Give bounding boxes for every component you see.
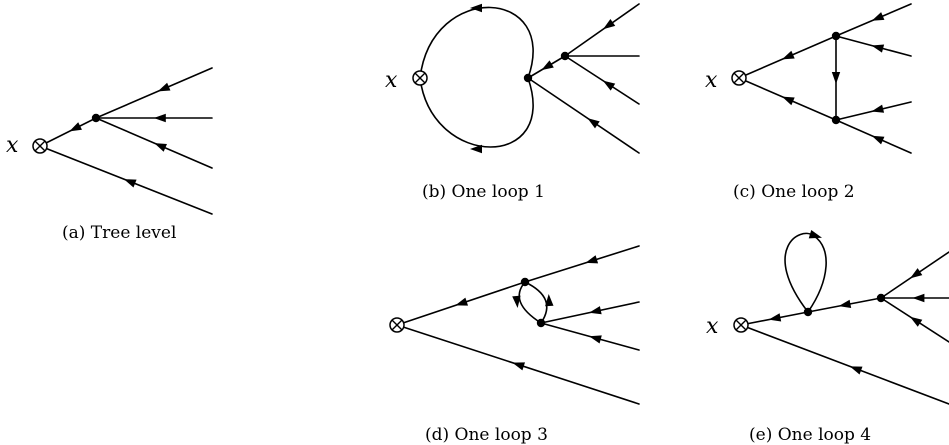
e-leg-line-arrow <box>910 268 923 279</box>
c-leg-line-arrow <box>871 135 885 145</box>
a-leg-line-arrow <box>157 82 171 92</box>
b-loop-bottom <box>419 77 534 148</box>
d-loop-right-arrow <box>545 294 554 307</box>
a-leg-line <box>95 67 213 119</box>
b-source <box>412 70 428 86</box>
b-loop-bottom-arrow <box>470 144 482 154</box>
b-loop-top <box>419 6 534 79</box>
c-leg-line-arrow <box>871 12 885 21</box>
a-prop-line-arrow <box>69 122 82 132</box>
e-tadpole-arrow <box>808 230 822 239</box>
b-prop-line-arrow <box>541 60 554 71</box>
a-vertex <box>91 113 101 123</box>
d-source <box>389 317 405 333</box>
c-upper-line-arrow <box>781 50 795 60</box>
a-leg-line-arrow <box>154 143 167 152</box>
e-leg-line-arrow <box>912 293 925 303</box>
b-leg-line-arrow <box>587 118 600 129</box>
c-rung-line-arrow <box>831 72 841 84</box>
a-leg-line-arrow <box>153 113 166 123</box>
b-leg-line <box>564 55 640 105</box>
c-leg-line-arrow <box>871 44 885 53</box>
d-leg-line <box>524 245 640 283</box>
b-leg-line <box>527 77 640 154</box>
diagram-e-var: x <box>706 314 719 339</box>
d-loop-left-arrow <box>512 295 521 308</box>
b-vertex <box>523 73 533 83</box>
e-prop-line-arrow <box>838 299 852 308</box>
caption-c: (c) One loop 2 <box>733 182 855 202</box>
e-prop-line-arrow <box>768 313 782 322</box>
caption-b: (b) One loop 1 <box>422 182 545 202</box>
c-source <box>731 70 747 86</box>
b-leg-line <box>564 3 640 57</box>
a-leg-line-arrow <box>123 179 137 188</box>
e-vertex <box>803 307 813 317</box>
b-loop-top-arrow <box>470 3 482 13</box>
b-vertex <box>560 51 570 61</box>
d-loop-right <box>524 281 548 324</box>
d-vertex <box>520 277 530 287</box>
b-leg-line-arrow <box>603 18 616 30</box>
b-leg-line-arrow <box>602 80 616 91</box>
d-loop-left <box>518 281 542 324</box>
d-vertex <box>536 318 546 328</box>
c-lower-line-arrow <box>781 96 795 106</box>
e-leg-line-arrow <box>849 366 863 375</box>
e-leg-line-arrow <box>909 316 923 327</box>
e-vertex <box>876 293 886 303</box>
c-leg-line-arrow <box>871 104 885 113</box>
d-leg-line-arrow <box>589 306 602 315</box>
diagram-a-var: x <box>6 133 19 158</box>
c-vertex <box>831 115 841 125</box>
d-leg-line-arrow <box>589 335 602 344</box>
diagram-b-var: x <box>385 68 398 93</box>
a-source <box>32 138 48 154</box>
e-tadpole-loop <box>784 232 827 313</box>
e-leg-line <box>740 324 949 405</box>
caption-a: (a) Tree level <box>62 223 176 243</box>
c-vertex <box>831 31 841 41</box>
caption-d: (d) One loop 3 <box>425 425 548 445</box>
diagram-c-var: x <box>705 68 718 93</box>
d-upper-line-arrow <box>455 297 469 306</box>
a-leg-line <box>95 117 213 169</box>
d-lower-line-arrow <box>512 362 526 371</box>
a-prop-line <box>39 117 97 147</box>
caption-e: (e) One loop 4 <box>749 425 871 445</box>
d-leg-line-arrow <box>585 255 599 264</box>
e-source <box>733 317 749 333</box>
